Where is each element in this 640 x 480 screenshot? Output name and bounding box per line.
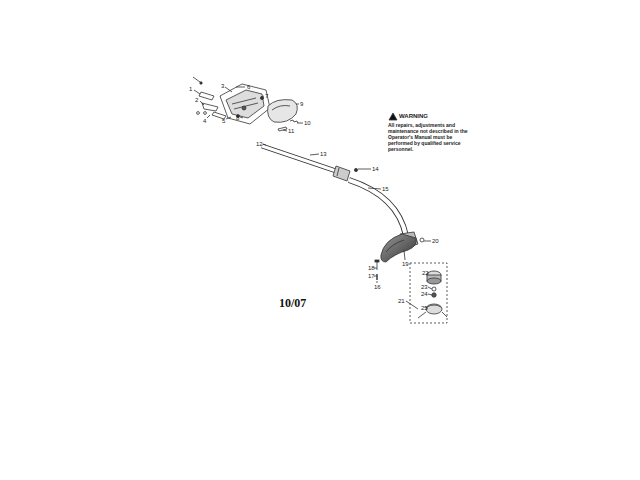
callout-number: 6 (247, 84, 250, 90)
callout-number: 23 (421, 284, 428, 290)
warning-text: All repairs, adjustments and maintenance… (388, 122, 470, 152)
date-code: 10/07 (279, 297, 306, 309)
callout-number: 17 (368, 273, 375, 279)
callout-number: 20 (432, 238, 439, 244)
callout-number: 15 (382, 186, 389, 192)
callout-number: 18 (368, 265, 375, 271)
callout-number: 22 (422, 270, 429, 276)
callout-number: 11 (288, 128, 294, 134)
callout-number: 12 (256, 141, 263, 147)
callout-number: 14 (372, 166, 379, 172)
callout-number: 13 (320, 151, 327, 157)
callout-number: 9 (300, 101, 303, 107)
callout-number: 3 (221, 83, 224, 89)
warning-heading: WARNING (399, 113, 428, 119)
callout-number: 25 (421, 305, 428, 311)
callout-number: 1 (189, 86, 192, 92)
callout-number: 19 (402, 261, 409, 267)
callout-number: 21 (398, 298, 405, 304)
callout-number: 16 (374, 284, 381, 290)
callout-number: 8 (236, 115, 239, 121)
callout-number: 7 (265, 93, 268, 99)
callout-number: 5 (222, 118, 225, 124)
callout-number: 2 (195, 97, 198, 103)
callout-number: 10 (304, 120, 311, 126)
callout-number: 24 (421, 291, 428, 297)
callout-number: 4 (203, 118, 206, 124)
